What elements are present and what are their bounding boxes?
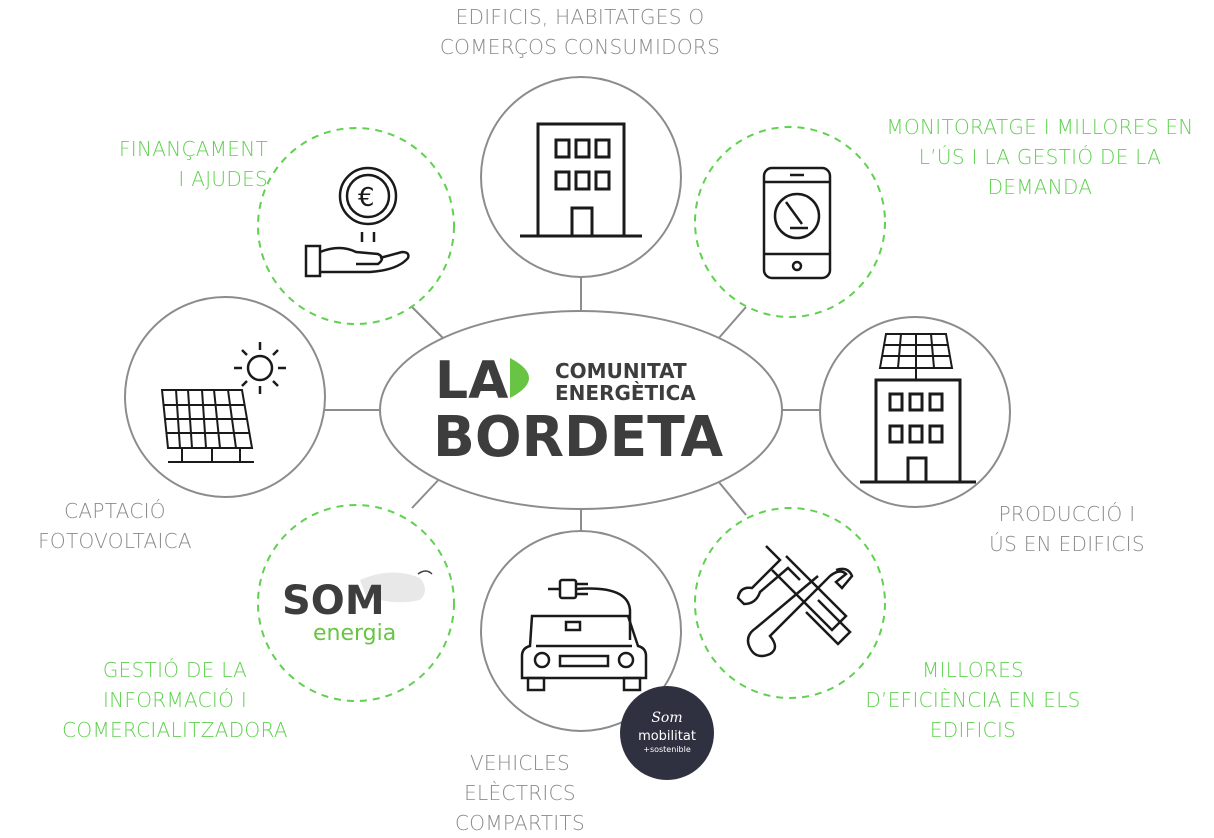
- label-right-line: PRODUCCIÓ I: [998, 502, 1136, 526]
- badge-sostenible: +sostenible: [643, 745, 691, 754]
- hammer-wrench-icon: [736, 545, 854, 658]
- label-top-line: COMERÇOS CONSUMIDORS: [439, 35, 721, 59]
- som-energia-bee-icon: [360, 572, 425, 603]
- label-left-line: CAPTACIÓ: [64, 499, 166, 523]
- logo-subtitle-2: ENERGÈTICA: [555, 381, 696, 405]
- node-top-left-circle: [257, 127, 455, 325]
- badge-mobilitat: mobilitat: [638, 729, 696, 744]
- som-mobilitat-badge: Som mobilitat +sostenible: [620, 686, 714, 780]
- connector-top-right: [717, 306, 747, 340]
- node-top-circle: [480, 76, 682, 278]
- logo-la: LA: [435, 351, 508, 411]
- connector-top-left: [411, 306, 445, 340]
- som-energia-logo-top: SOM: [282, 578, 385, 624]
- label-top: EDIFICIS, HABITATGES O COMERÇOS CONSUMID…: [415, 2, 745, 62]
- smartphone-gauge-icon: [762, 166, 832, 280]
- la-bordeta-logo: LA COMUNITAT ENERGÈTICA BORDETA: [433, 351, 724, 470]
- svg-text:€: €: [358, 183, 375, 213]
- label-right: PRODUCCIÓ I ÚS EN EDIFICIS: [962, 499, 1172, 559]
- node-right-circle: [819, 316, 1011, 508]
- label-bottom-left: GESTIÓ DE LA INFORMACIÓ I COMERCIALITZAD…: [40, 655, 310, 745]
- logo-subtitle-1: COMUNITAT: [555, 359, 687, 383]
- node-left-circle: [124, 296, 326, 498]
- node-bottom-right-circle: [694, 507, 886, 699]
- label-top-right-line: DEMANDA: [987, 175, 1093, 199]
- label-bottom-right: MILLORES D’EFICIÈNCIA EN ELS EDIFICIS: [846, 655, 1100, 745]
- solar-panel-sun-icon: [160, 342, 286, 463]
- euro-coin-hand-icon: €: [304, 166, 410, 278]
- logo-leaf-icon: [510, 358, 529, 398]
- label-top-line: EDIFICIS, HABITATGES O: [455, 5, 705, 29]
- building-solar-roof-icon: [860, 333, 976, 484]
- som-energia-logo-bottom: energia: [313, 621, 396, 646]
- label-right-line: ÚS EN EDIFICIS: [989, 532, 1145, 556]
- label-bottom-right-line: EDIFICIS: [929, 718, 1017, 742]
- badge-som: Som: [651, 710, 682, 726]
- label-bottom-line: COMPARTITS: [455, 811, 585, 835]
- electric-car-plug-icon: [520, 578, 648, 692]
- label-bottom-right-line: D’EFICIÈNCIA EN ELS: [865, 688, 1081, 712]
- label-left: CAPTACIÓ FOTOVOLTAICA: [20, 496, 210, 556]
- node-bottom-left-circle: [257, 504, 455, 702]
- label-bottom-left-line: GESTIÓ DE LA: [102, 658, 248, 682]
- label-left-line: FOTOVOLTAICA: [38, 529, 192, 553]
- label-top-right-line: L’ÚS I LA GESTIÓ DE LA: [918, 145, 1162, 169]
- label-bottom-left-line: COMERCIALITZADORA: [62, 718, 288, 742]
- som-energia-logo: SOM energia: [282, 570, 433, 646]
- connector-bottom-right: [717, 480, 747, 516]
- node-top-right-circle: [694, 126, 886, 318]
- building-icon: [520, 122, 642, 238]
- label-bottom: VEHICLES ELÈCTRICS COMPARTITS: [420, 748, 620, 838]
- label-bottom-left-line: INFORMACIÓ I: [102, 688, 248, 712]
- label-top-left-line: FINANÇAMENT: [118, 137, 268, 161]
- label-bottom-line: ELÈCTRICS: [464, 781, 576, 805]
- label-top-left-line: I AJUDES: [178, 167, 268, 191]
- connector-lines: [322, 270, 822, 538]
- logo-bordeta: BORDETA: [433, 405, 724, 470]
- label-bottom-right-line: MILLORES: [921, 658, 1025, 682]
- center-ellipse: [379, 310, 783, 510]
- label-top-right-line: MONITORATGE I MILLORES EN: [886, 115, 1194, 139]
- label-top-right: MONITORATGE I MILLORES EN L’ÚS I LA GEST…: [866, 112, 1214, 202]
- label-bottom-line: VEHICLES: [469, 751, 571, 775]
- label-top-left: FINANÇAMENT I AJUDES: [60, 134, 268, 194]
